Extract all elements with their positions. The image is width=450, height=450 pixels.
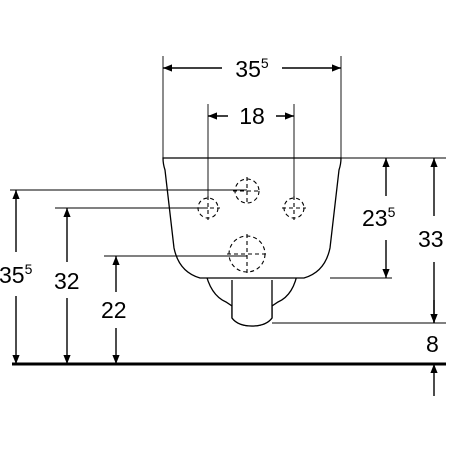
toilet-outline bbox=[162, 157, 342, 327]
left-outer-height-dim-label: 355 bbox=[0, 261, 33, 288]
toilet-outlet bbox=[231, 280, 273, 327]
spacing-dim-label: 18 bbox=[239, 103, 265, 129]
upper-height-dim-label: 235 bbox=[362, 204, 396, 231]
clearance-dim-label: 8 bbox=[426, 331, 439, 357]
bowl-height-dim-label: 33 bbox=[418, 226, 444, 252]
dimension-labels: 355 18 235 33 8 355 32 22 bbox=[0, 55, 444, 357]
extension-lines bbox=[10, 56, 446, 324]
toilet-bowl bbox=[162, 157, 342, 279]
width-dim-label: 355 bbox=[235, 55, 269, 82]
left-inner-height-dim-label: 22 bbox=[101, 297, 127, 323]
dimension-lines bbox=[12, 64, 438, 396]
left-mid-height-dim-label: 32 bbox=[54, 268, 80, 294]
